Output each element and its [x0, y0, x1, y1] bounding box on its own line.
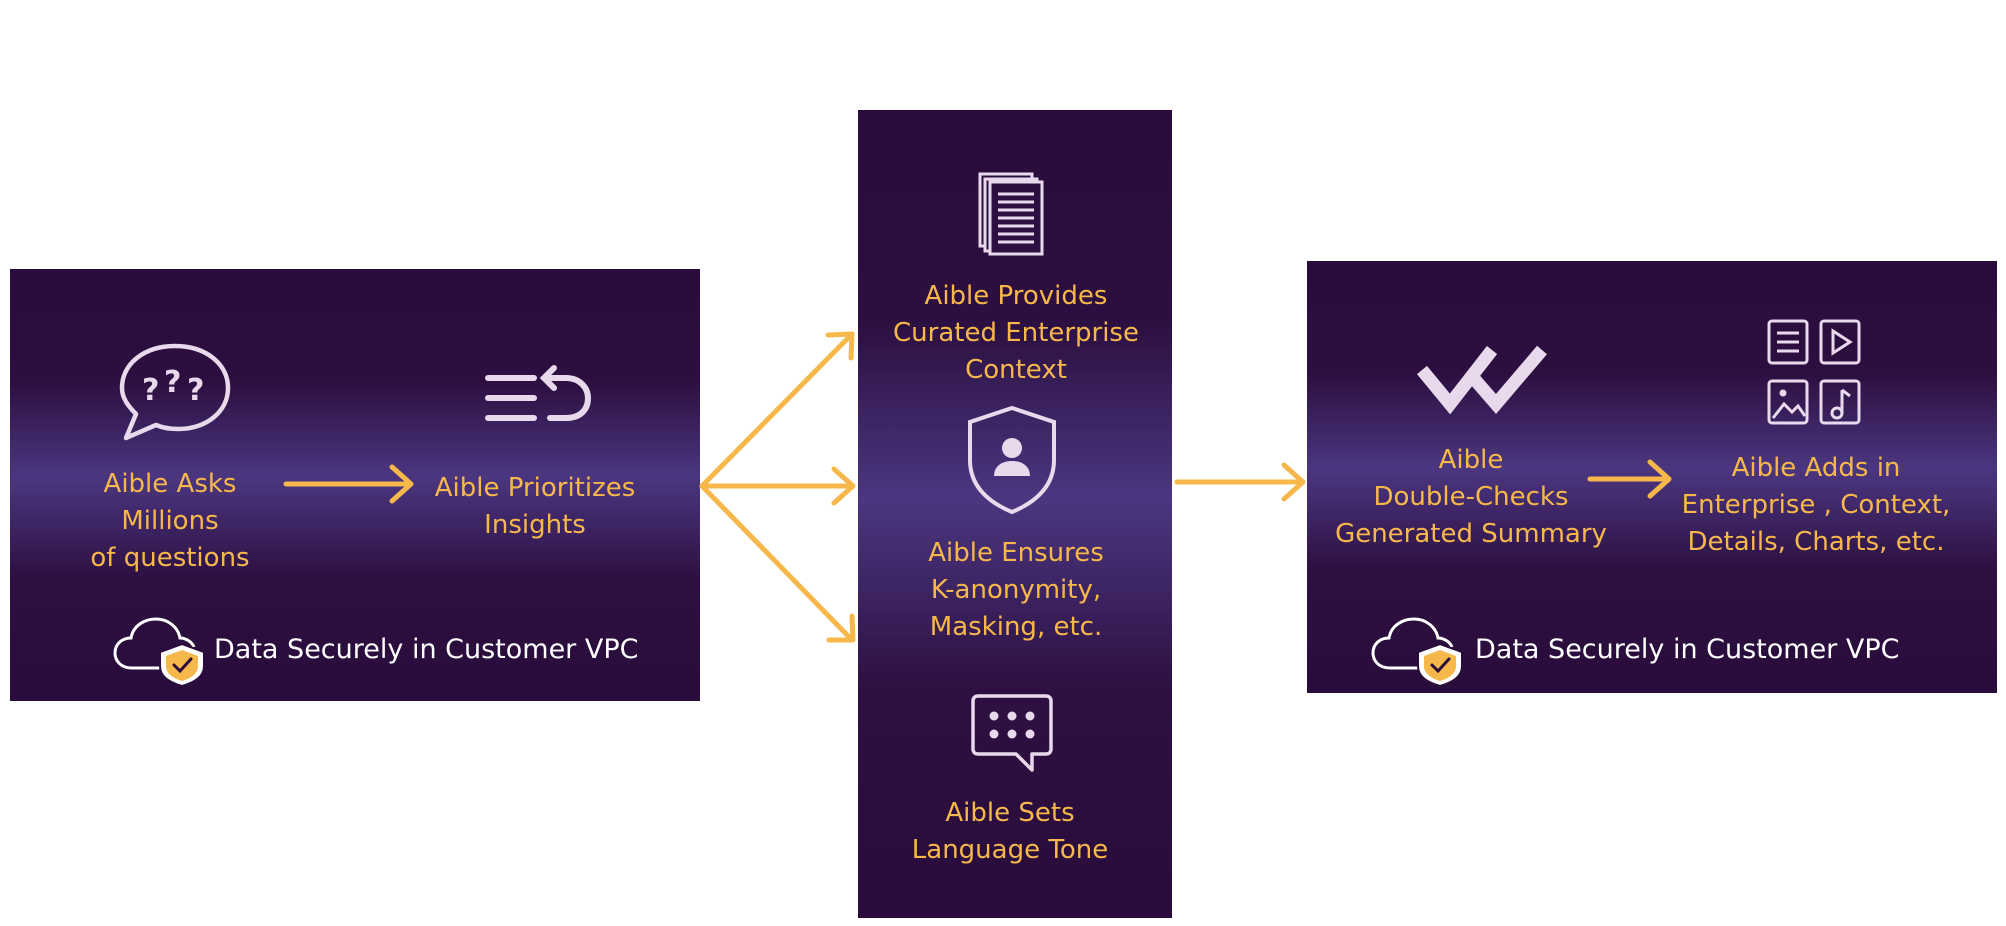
question-bubble-icon: ??? [119, 343, 231, 441]
svg-text:?: ? [142, 373, 159, 408]
step-context-label: Aible Provides Curated Enterprise Contex… [893, 281, 1139, 385]
media-grid-icon [1767, 319, 1861, 425]
double-check-icon [1416, 345, 1547, 414]
step-prioritizes-label: Aible Prioritizes Insights [434, 473, 636, 540]
step-asks-label: Aible Asks Millions of questions [90, 469, 250, 573]
arrow-fan-down [699, 483, 856, 643]
cloud-shield-icon [113, 617, 205, 686]
arrow-left-internal [283, 464, 414, 504]
svg-text:?: ? [187, 373, 204, 408]
shield-user-icon [968, 405, 1056, 515]
arrow-fan-up [699, 331, 855, 489]
step-double-check-label: Aible Double-Checks Generated Summary [1335, 445, 1607, 549]
documents-icon [978, 172, 1044, 256]
chat-dots-icon [971, 694, 1053, 772]
prioritize-list-icon [485, 365, 592, 421]
vpc-footer-label: Data Securely in Customer VPC [1475, 634, 1900, 665]
svg-text:?: ? [164, 365, 181, 400]
arrow-right-internal [1587, 459, 1672, 499]
arrow-fan-middle [699, 466, 856, 506]
cloud-shield-icon [1371, 617, 1463, 686]
step-adds-label: Aible Adds in Enterprise , Context, Deta… [1681, 453, 1951, 557]
step-tone-label: Aible Sets Language Tone [911, 798, 1109, 865]
vpc-footer-label: Data Securely in Customer VPC [214, 634, 639, 665]
arrow-center-right [1174, 462, 1306, 502]
step-anonymity-label: Aible Ensures K-anonymity, Masking, etc. [928, 538, 1104, 642]
